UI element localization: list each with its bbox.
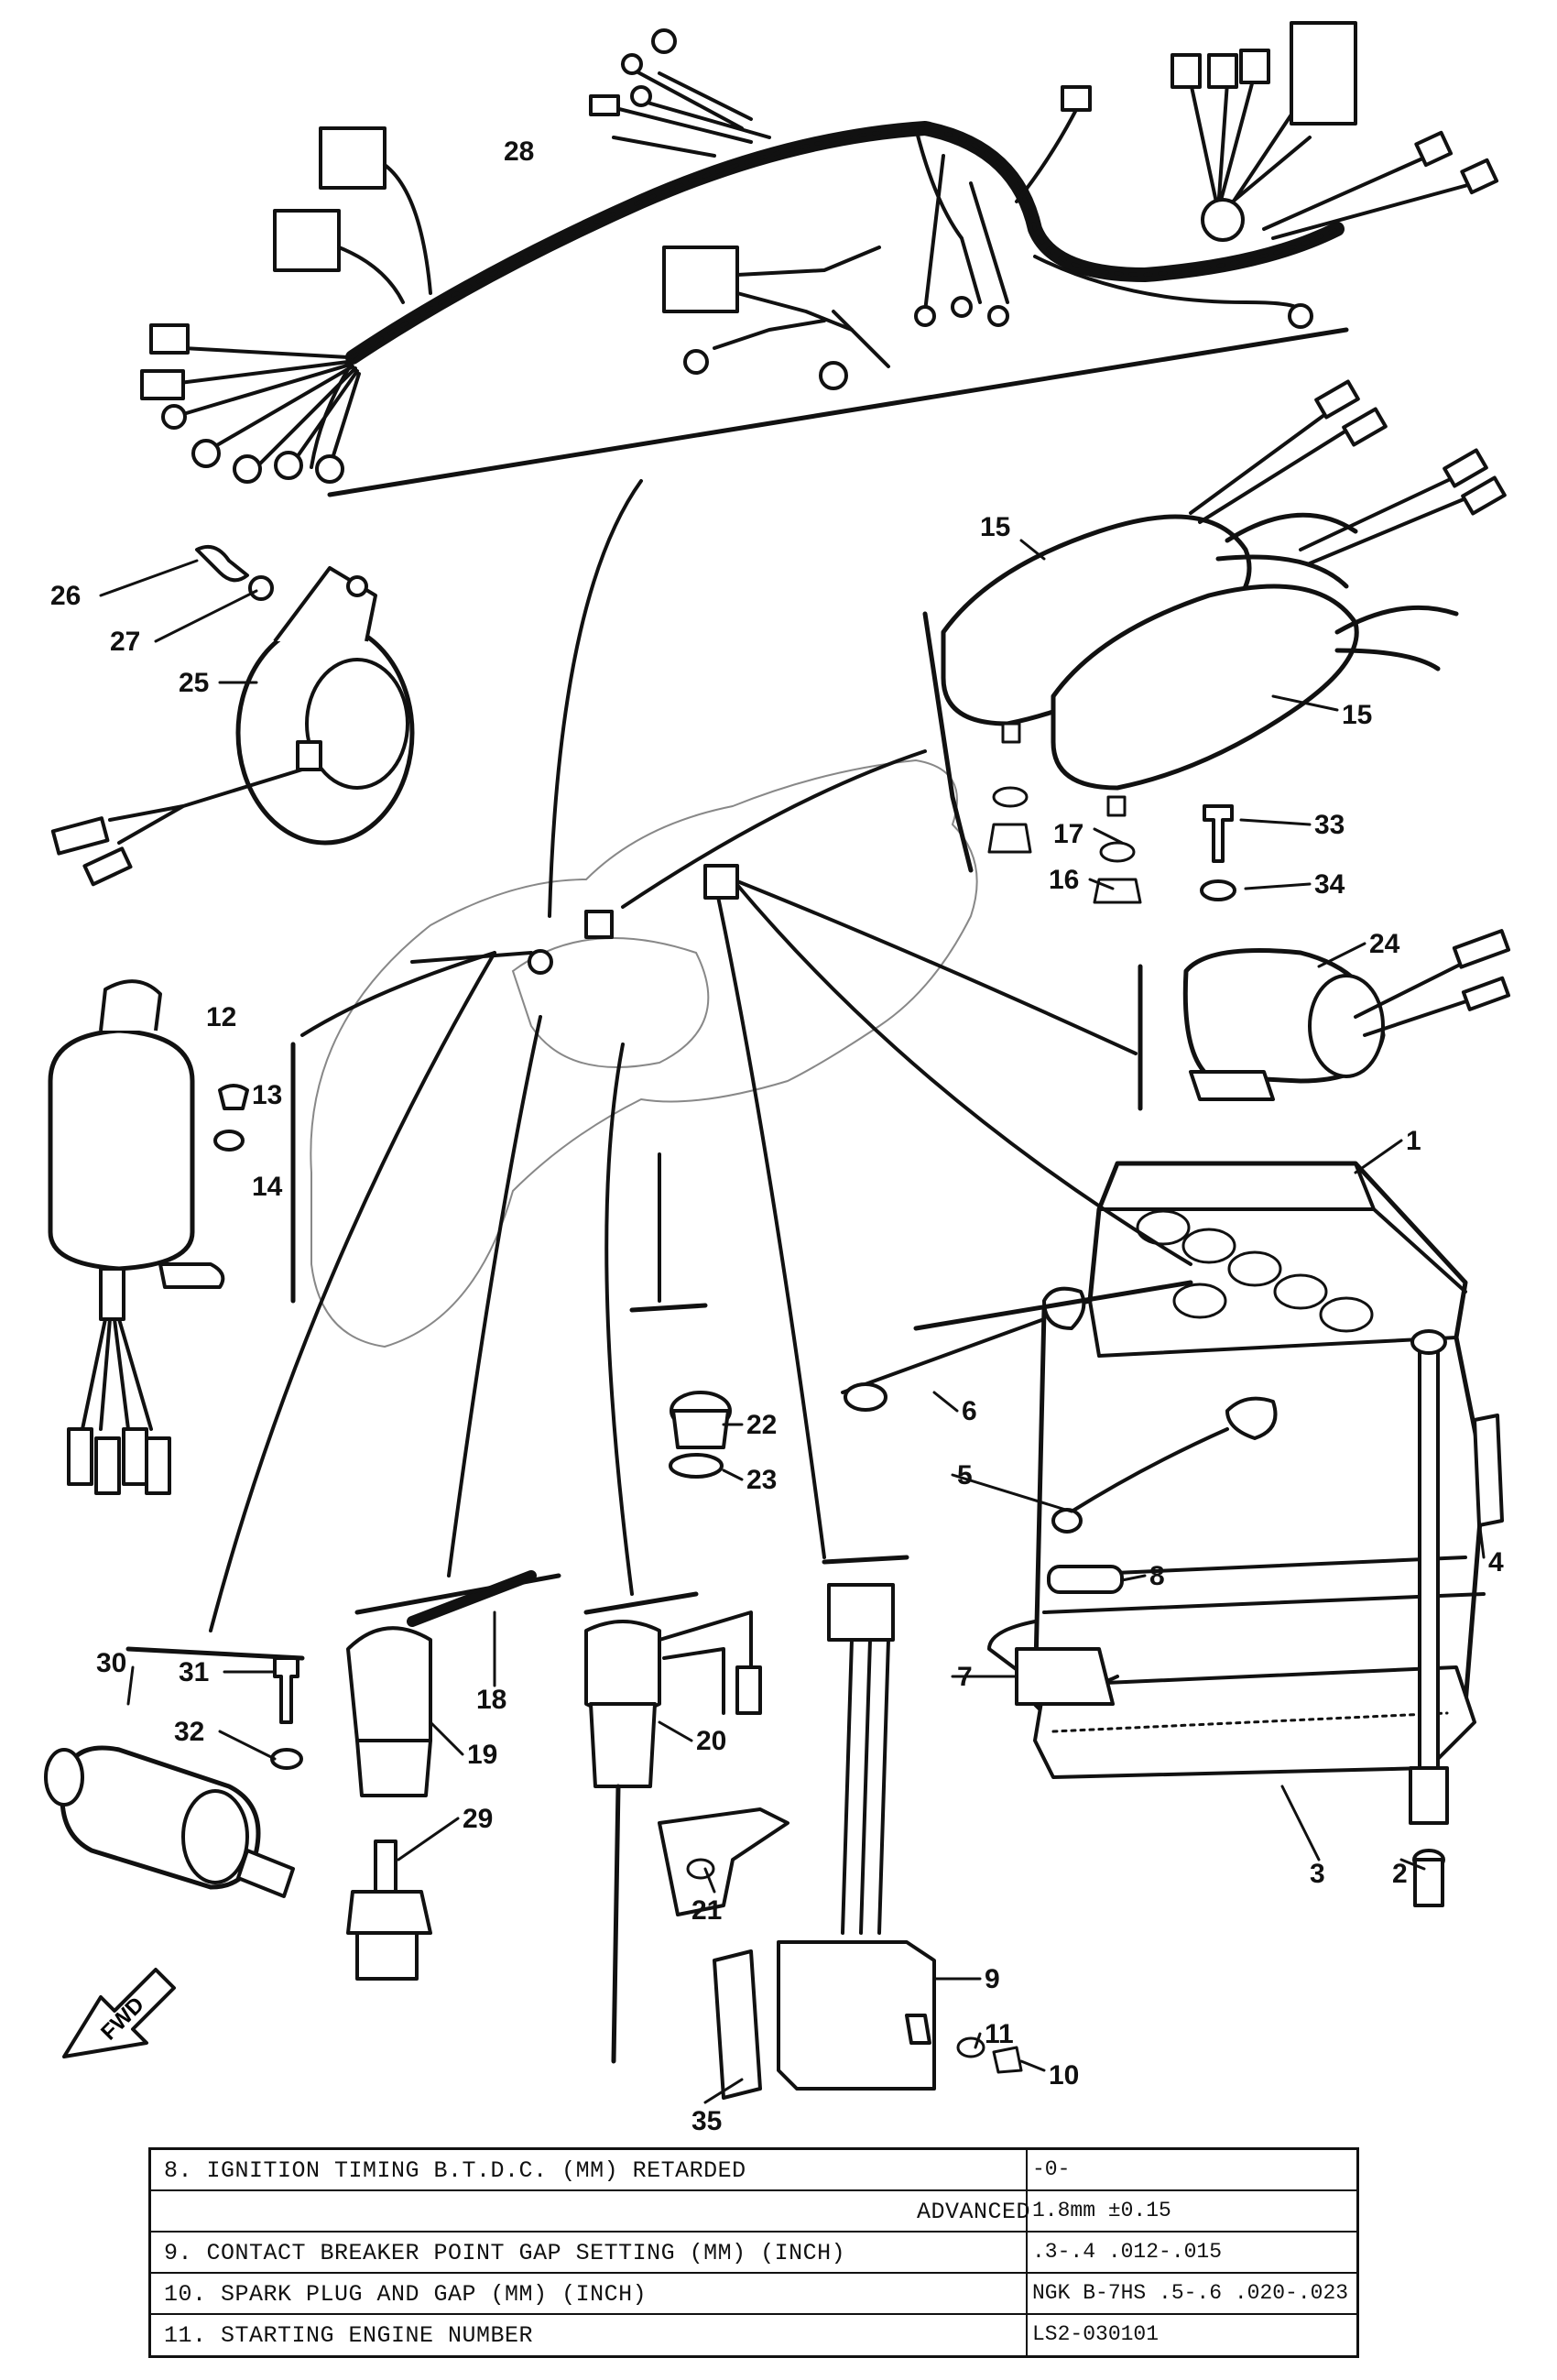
spec-label: ADVANCED bbox=[916, 2199, 1030, 2225]
callout-20: 20 bbox=[696, 1726, 726, 1756]
callout-15a: 15 bbox=[980, 512, 1010, 542]
callout-18: 18 bbox=[476, 1685, 506, 1715]
neutral-switch bbox=[629, 1303, 732, 1479]
callout-leaders bbox=[99, 539, 1486, 2104]
callout-13: 13 bbox=[252, 1080, 282, 1110]
callout-17: 17 bbox=[1053, 819, 1083, 849]
callout-14: 14 bbox=[252, 1172, 283, 1202]
spec-row-timing-retarded: 8. IGNITION TIMING B.T.D.C. (MM) RETARDE… bbox=[151, 2150, 1356, 2191]
callout-26: 26 bbox=[50, 581, 81, 611]
spec-value: LS2-030101 bbox=[1032, 2322, 1160, 2346]
starter-relay bbox=[1138, 804, 1511, 1111]
leader-lines bbox=[209, 479, 1192, 1632]
spec-divider bbox=[1026, 2150, 1028, 2355]
callout-9: 9 bbox=[985, 1964, 1000, 1994]
contact-breaker bbox=[583, 1555, 1023, 2100]
callout-28: 28 bbox=[504, 136, 534, 167]
callout-35: 35 bbox=[691, 2106, 722, 2134]
callout-25: 25 bbox=[179, 668, 209, 698]
callout-27: 27 bbox=[110, 627, 140, 657]
spec-value: -0- bbox=[1032, 2157, 1071, 2181]
spec-row-spark-plug: 10. SPARK PLUG AND GAP (MM) (INCH) NGK B… bbox=[151, 2274, 1356, 2315]
callout-12: 12 bbox=[206, 1002, 236, 1032]
spec-value: 1.8mm ±0.15 bbox=[1032, 2199, 1171, 2222]
spec-label: 9. CONTACT BREAKER POINT GAP SETTING (MM… bbox=[164, 2240, 846, 2266]
spec-label: 10. SPARK PLUG AND GAP (MM) (INCH) bbox=[164, 2281, 648, 2308]
callout-32: 32 bbox=[174, 1717, 204, 1747]
spec-row-timing-advanced: ADVANCED 1.8mm ±0.15 bbox=[151, 2191, 1356, 2233]
spec-row-engine-number: 11. STARTING ENGINE NUMBER LS2-030101 bbox=[151, 2315, 1356, 2356]
callout-8: 8 bbox=[1149, 1561, 1165, 1591]
callout-23: 23 bbox=[746, 1465, 777, 1495]
spec-table: 8. IGNITION TIMING B.T.D.C. (MM) RETARDE… bbox=[148, 2147, 1359, 2358]
engine-outline bbox=[310, 759, 978, 1348]
callout-2: 2 bbox=[1392, 1859, 1408, 1889]
callout-24: 24 bbox=[1369, 929, 1400, 959]
callout-21: 21 bbox=[691, 1895, 722, 1926]
wiring-harness bbox=[140, 21, 1499, 497]
exploded-parts-diagram: FWD 28 26 27 25 15 15 17 16 33 34 24 12 … bbox=[44, 21, 1511, 2134]
spec-label: 8. IGNITION TIMING B.T.D.C. (MM) RETARDE… bbox=[164, 2157, 746, 2184]
callout-11: 11 bbox=[985, 2019, 1014, 2049]
callout-1: 1 bbox=[1406, 1126, 1421, 1156]
ignition-coils bbox=[922, 379, 1507, 904]
callout-numbers: 28 26 27 25 15 15 17 16 33 34 24 12 13 1… bbox=[50, 136, 1504, 2134]
spark-plug bbox=[346, 1570, 561, 1981]
callout-3: 3 bbox=[1310, 1859, 1325, 1889]
horn bbox=[50, 545, 415, 887]
callout-30: 30 bbox=[96, 1648, 126, 1678]
callout-10: 10 bbox=[1049, 2060, 1079, 2091]
callout-33: 33 bbox=[1314, 810, 1345, 840]
callout-4: 4 bbox=[1488, 1547, 1504, 1578]
starter-motor bbox=[44, 1646, 305, 1898]
callout-16: 16 bbox=[1049, 865, 1079, 895]
callout-22: 22 bbox=[746, 1410, 777, 1440]
callout-6: 6 bbox=[962, 1396, 977, 1426]
callout-5: 5 bbox=[957, 1460, 973, 1490]
callout-34: 34 bbox=[1314, 869, 1345, 900]
spec-label: 11. STARTING ENGINE NUMBER bbox=[164, 2322, 534, 2349]
spec-value: NGK B-7HS .5-.6 .020-.023 bbox=[1032, 2281, 1349, 2305]
callout-29: 29 bbox=[463, 1804, 493, 1834]
callout-31: 31 bbox=[179, 1657, 209, 1687]
spec-value: .3-.4 .012-.015 bbox=[1032, 2240, 1223, 2264]
spec-row-point-gap: 9. CONTACT BREAKER POINT GAP SETTING (MM… bbox=[151, 2233, 1356, 2274]
callout-15b: 15 bbox=[1342, 700, 1372, 730]
forward-arrow: FWD bbox=[62, 1968, 176, 2058]
main-switch bbox=[48, 979, 296, 1495]
callout-19: 19 bbox=[467, 1740, 497, 1770]
battery bbox=[841, 1161, 1504, 1907]
